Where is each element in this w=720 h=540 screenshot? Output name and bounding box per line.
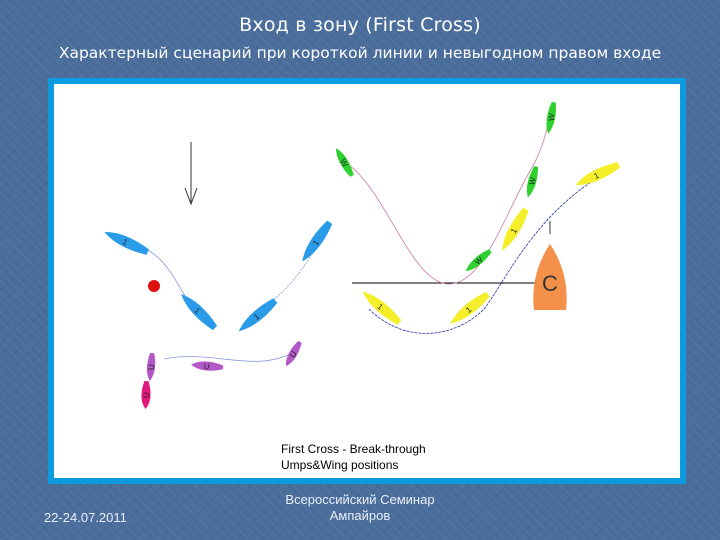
umpire-boat: U xyxy=(285,340,302,367)
blue-boat: 1 xyxy=(238,298,278,332)
yellow-boat-label: 1 xyxy=(509,226,519,235)
red-dot xyxy=(148,280,160,292)
umpire-boat-label: U xyxy=(142,392,151,398)
blue-boat-label: 1 xyxy=(311,238,321,247)
umpire-track xyxy=(163,351,295,362)
mark-boat: C xyxy=(533,244,567,310)
blue-boat-label: 1 xyxy=(192,306,202,316)
diagram-svg: 1 1 1 1 W xyxy=(104,101,621,409)
footer-seminar: Всероссийский Семинар Ампайров xyxy=(240,492,480,524)
yellow-boat-label: 1 xyxy=(464,305,473,315)
caption-line-2: Umps&Wing positions xyxy=(281,458,399,472)
wind-arrow-icon xyxy=(184,142,198,206)
slide-subtitle: Характерный сценарий при короткой линии … xyxy=(58,44,662,62)
blue-boat-label: 1 xyxy=(121,237,129,247)
umpire-boat-label: U xyxy=(147,364,156,371)
umpire-boat-label: U xyxy=(204,362,211,371)
umpire-boat-label: U xyxy=(288,349,299,359)
footer-line-2: Ампайров xyxy=(329,508,391,523)
umpire-boat: U xyxy=(147,352,156,381)
yellow-track xyxy=(368,173,605,334)
umpire-boat-magenta: U xyxy=(141,380,151,409)
caption-line-1: First Cross - Break-through xyxy=(281,442,426,456)
footer-line-1: Всероссийский Семинар xyxy=(285,492,435,507)
blue-boat: 1 xyxy=(104,231,150,255)
blue-boat-label: 1 xyxy=(252,312,262,322)
green-boat-label: W xyxy=(338,157,350,168)
green-boat-label: W xyxy=(527,176,538,186)
green-boat-label: W xyxy=(547,112,557,121)
blue-boat: 1 xyxy=(181,294,218,331)
blue-boat: 1 xyxy=(302,220,333,262)
diagram-canvas: 1 1 1 1 W xyxy=(54,84,680,478)
footer-date: 22-24.07.2011 xyxy=(44,510,127,525)
green-track xyxy=(338,113,550,285)
yellow-boat-label: 1 xyxy=(593,171,601,181)
umpire-boat: U xyxy=(191,361,224,371)
green-boat: W xyxy=(526,166,538,198)
green-boat: W xyxy=(546,101,557,134)
diagram-frame: 1 1 1 1 W xyxy=(48,78,686,484)
yellow-boat: 1 xyxy=(362,291,402,325)
yellow-boat: 1 xyxy=(575,162,621,186)
green-boat: W xyxy=(465,249,492,272)
diagram-caption: First Cross - Break-through Umps&Wing po… xyxy=(281,441,426,473)
green-boat: W xyxy=(335,148,354,177)
yellow-boat: 1 xyxy=(450,291,490,324)
mark-label: C xyxy=(542,271,558,296)
yellow-boat: 1 xyxy=(502,207,529,251)
green-boat-label: W xyxy=(473,255,485,267)
yellow-boat-label: 1 xyxy=(375,302,385,312)
slide-title: Вход в зону (First Cross) xyxy=(239,14,481,36)
